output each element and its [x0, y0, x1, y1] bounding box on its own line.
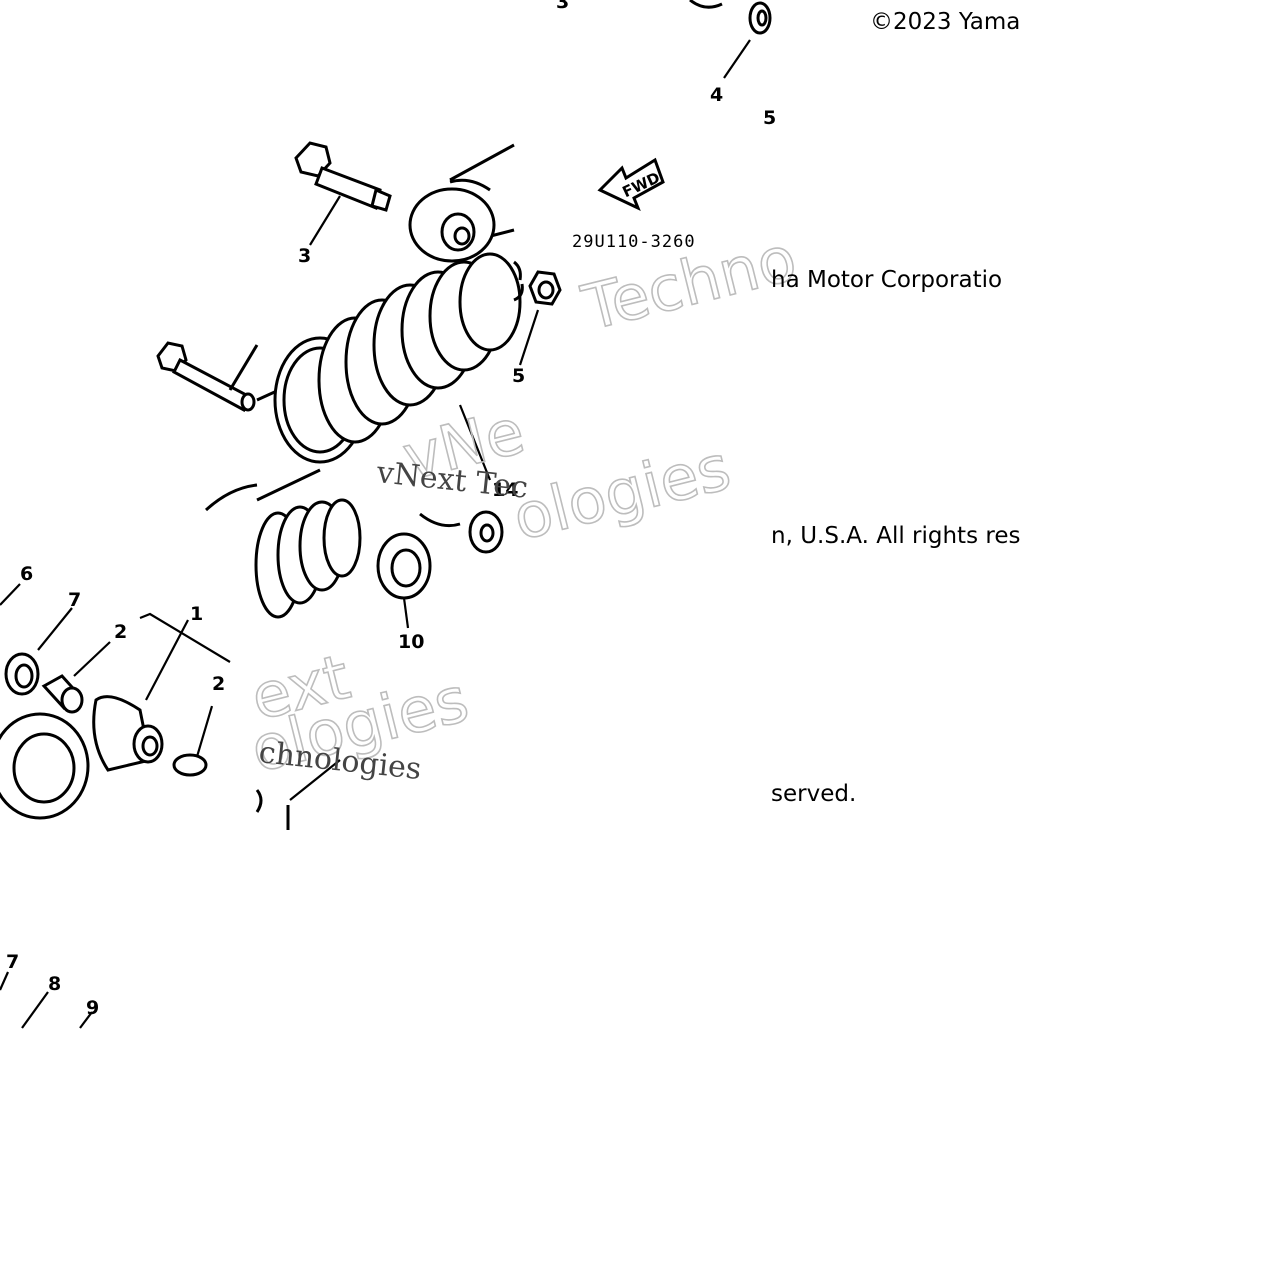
callout-9: 9 — [86, 997, 99, 1019]
tile-upper-bolt — [294, 141, 515, 263]
callout-7-lower: 7 — [6, 951, 19, 973]
callout-2-right: 2 — [212, 673, 225, 695]
callout-5-nut: 5 — [512, 365, 525, 387]
tile-spring — [256, 252, 522, 502]
copyright-line-3: n, U.S.A. All rights res — [771, 523, 1021, 549]
tile-bottom-left — [0, 971, 93, 1029]
callout-3-bolt: 3 — [298, 245, 311, 267]
tile-lower-eye — [0, 583, 231, 820]
callout-7-upper: 7 — [68, 589, 81, 611]
tile-top-right-fragment — [597, 0, 772, 211]
copyright-line-1: ©2023 Yama — [870, 9, 1021, 35]
callout-6: 6 — [20, 563, 33, 585]
part-code: 29U110-3260 — [572, 232, 696, 252]
callout-1: 1 — [190, 603, 203, 625]
callout-2-left: 2 — [114, 621, 127, 643]
tile-nut — [513, 260, 562, 366]
tile-lower-spring — [254, 498, 504, 830]
tile-long-bolt — [156, 341, 259, 512]
watermark-text-3: ologies — [506, 430, 737, 554]
callout-14: 14 — [492, 479, 518, 501]
callout-10: 10 — [398, 631, 424, 653]
callout-3-top: 3 — [556, 0, 569, 13]
fwd-arrow-icon — [597, 157, 665, 211]
callout-8: 8 — [48, 973, 61, 995]
copyright-line-4: served. — [771, 781, 857, 807]
callout-4: 4 — [710, 84, 723, 106]
copyright-line-2: ha Motor Corporatio — [771, 267, 1003, 293]
callout-5-top: 5 — [763, 107, 776, 129]
